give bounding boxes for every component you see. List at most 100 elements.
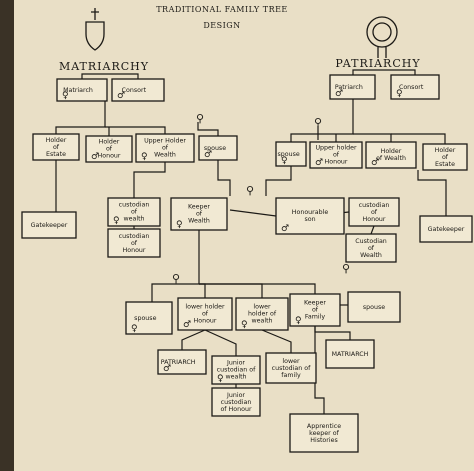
node-box	[111, 78, 165, 102]
node-label: Keeper	[188, 204, 210, 211]
node-label: spouse	[204, 145, 226, 152]
node-spouse-r1: spouse♀	[275, 141, 307, 167]
connector-line-21	[370, 225, 375, 235]
female-symbol-icon: ♀	[62, 91, 69, 101]
node-label: Holder	[99, 139, 120, 146]
node-label: custodian	[359, 202, 390, 209]
node-label: of	[131, 209, 138, 216]
union-icon-5: ⚲	[172, 272, 180, 285]
node-label: Honour	[193, 318, 216, 325]
node-box	[289, 413, 359, 453]
node-box	[329, 74, 376, 100]
connector-line-2	[352, 69, 416, 75]
connector-line-5	[105, 126, 166, 134]
title-line-2: DESIGN	[203, 21, 240, 30]
node-box	[275, 141, 307, 167]
node-label: of	[312, 307, 319, 314]
node-box	[390, 74, 440, 100]
node-label: Keeper	[304, 300, 326, 307]
union-icon-2: ⚲	[196, 112, 204, 125]
node-label: lower holder	[185, 304, 225, 311]
node-box	[347, 291, 401, 323]
node-box	[198, 135, 238, 161]
male-symbol-icon: ♂	[183, 320, 191, 330]
node-label: wealth	[123, 216, 144, 223]
connector-line-19	[265, 166, 292, 196]
male-symbol-icon: ♂	[163, 364, 171, 374]
node-box	[107, 197, 161, 227]
connector-line-1	[81, 73, 139, 79]
connector-line-24	[199, 283, 263, 298]
connector-line-23	[199, 283, 206, 298]
node-box	[235, 297, 289, 331]
node-box	[265, 352, 317, 384]
node-box	[32, 133, 80, 161]
node-box	[289, 293, 341, 327]
male-symbol-icon: ♂	[91, 152, 99, 162]
male-symbol-icon: ♂	[315, 158, 323, 168]
node-label: spouse	[363, 304, 385, 311]
node-box	[275, 197, 345, 235]
title-line-1: TRADITIONAL FAMILY TREE	[156, 5, 288, 14]
node-label: Matriarch	[63, 87, 93, 94]
node-matriarch-bottom: MATRIARCH	[325, 339, 375, 369]
node-label: Honour	[324, 159, 347, 166]
node-label: spouse	[134, 315, 156, 322]
node-label: lower	[253, 304, 271, 311]
node-label: Holder	[381, 148, 402, 155]
node-label: Upper holder	[315, 145, 357, 152]
node-label: of	[371, 209, 378, 216]
node-patriarch-bottom: PATRIARCH♂	[157, 349, 207, 375]
node-label: Consort	[399, 84, 424, 91]
node-box	[419, 215, 473, 243]
node-label: Junior	[226, 392, 245, 399]
node-label: of	[131, 240, 138, 247]
connector-line-7	[290, 99, 354, 142]
node-label: Histories	[310, 437, 338, 444]
connector-line-9	[353, 133, 392, 142]
connector-line-25	[199, 283, 316, 294]
node-box	[157, 349, 207, 375]
node-box	[348, 197, 400, 227]
male-symbol-icon: ♂	[335, 89, 343, 99]
female-symbol-icon: ♀	[281, 156, 288, 166]
connector-line-17	[229, 209, 277, 217]
node-label: of	[162, 145, 169, 152]
node-label: of Honour	[220, 406, 251, 413]
node-label: Wealth	[360, 252, 382, 259]
node-box	[107, 228, 161, 258]
node-label: custodian	[119, 233, 150, 240]
node-box	[422, 143, 468, 171]
node-box	[135, 133, 195, 163]
node-label: son	[304, 216, 315, 223]
node-label: Holder	[435, 147, 456, 154]
node-spouse-g3r: spouse	[347, 291, 401, 323]
node-label: of Wealth	[376, 155, 406, 162]
node-label: Honour	[122, 247, 145, 254]
node-box	[170, 197, 228, 231]
node-label: of	[196, 211, 203, 218]
male-symbol-icon: ♂	[204, 150, 212, 160]
node-label: family	[281, 372, 301, 379]
node-box	[125, 301, 173, 335]
female-symbol-icon: ♀	[295, 316, 302, 326]
node-label: Upper Holder	[144, 138, 186, 145]
node-label: holder of	[248, 311, 277, 318]
node-label: Honour	[362, 216, 385, 223]
node-label: custodian	[119, 202, 150, 209]
connector-line-16	[217, 160, 231, 196]
node-gatekeeper-r: Gatekeeper	[419, 215, 473, 243]
node-box	[325, 339, 375, 369]
